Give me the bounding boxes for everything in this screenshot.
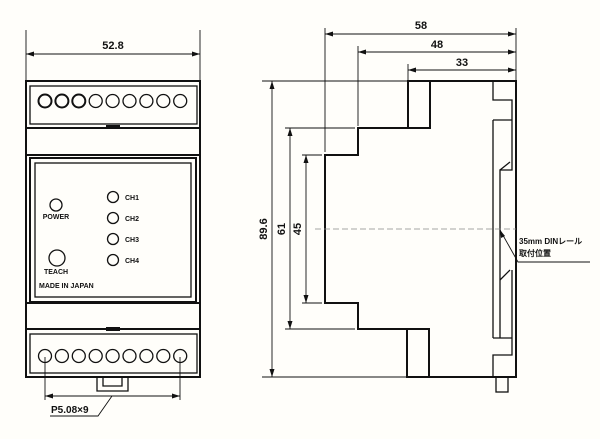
top-terminals [37, 93, 188, 109]
terminal-screw-icon [105, 348, 120, 364]
terminal-screw-icon [54, 348, 70, 364]
channel-label: CH1 [125, 195, 139, 202]
teach-label: TEACH [44, 269, 68, 276]
depth-terminal-label: 33 [456, 57, 468, 69]
height-mid-label: 61 [276, 223, 288, 235]
terminal-screw-icon [139, 93, 154, 109]
channel-led-icon [106, 232, 120, 246]
height-front-label: 45 [292, 223, 304, 235]
depth-total-label: 58 [415, 20, 427, 32]
depth-mid-label: 48 [431, 39, 443, 51]
side-clip [495, 376, 509, 393]
pitch-dim-label: P5.08×9 [51, 405, 89, 416]
din-leader-line [499, 229, 590, 263]
origin-label: MADE IN JAPAN [39, 283, 94, 290]
terminal-screw-icon [122, 348, 137, 364]
power-led-icon [49, 198, 63, 212]
din-note-line1: 35mm DINレール [519, 237, 582, 246]
side-view: 58 48 33 89.6 61 45 35mm DINレール 取付位置 [258, 20, 590, 393]
module-body [25, 80, 201, 378]
din-note-line2: 取付位置 [519, 248, 551, 258]
terminal-screw-icon [37, 93, 53, 109]
terminal-screw-icon [156, 348, 171, 364]
terminal-screw-icon [88, 348, 103, 364]
channel-led-icon [106, 211, 120, 225]
terminal-screw-icon [71, 348, 86, 364]
side-bottom-terminal [406, 328, 430, 378]
terminal-screw-icon [122, 93, 137, 109]
terminal-screw-icon [71, 93, 87, 109]
front-panel [29, 157, 197, 303]
top-terminal-block [29, 85, 198, 125]
terminal-screw-icon [54, 93, 70, 109]
terminal-screw-icon [88, 93, 103, 109]
height-total-label: 89.6 [258, 218, 270, 239]
channel-label: CH3 [125, 237, 139, 244]
channel-label: CH2 [125, 216, 139, 223]
terminal-screw-icon [173, 93, 188, 109]
bottom-terminals [37, 348, 188, 364]
channel-led-icon [106, 190, 120, 204]
power-label: POWER [43, 214, 69, 221]
side-top-terminal [407, 80, 431, 129]
din-clip [96, 377, 129, 392]
terminal-screw-icon [139, 348, 154, 364]
terminal-screw-icon [105, 93, 120, 109]
channel-label: CH4 [125, 258, 139, 265]
teach-button[interactable] [48, 249, 66, 267]
bottom-terminal-block [29, 333, 198, 374]
channel-led-icon [106, 253, 120, 267]
width-dim-label: 52.8 [102, 40, 123, 52]
terminal-screw-icon [156, 93, 171, 109]
